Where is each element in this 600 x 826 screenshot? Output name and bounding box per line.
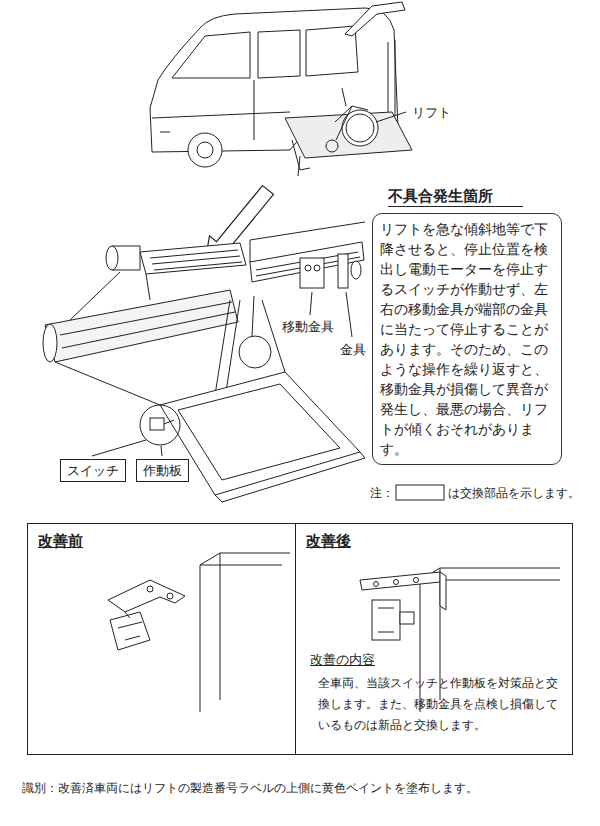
part-label: 移動金具 — [282, 318, 334, 335]
van-illustration — [150, 2, 412, 176]
van-illustration — [152, 80, 290, 140]
before-parts — [147, 586, 153, 592]
lift-mechanism — [178, 384, 340, 480]
van-illustration — [197, 142, 213, 158]
part-key-box — [396, 485, 444, 500]
part-box: スイッチ — [60, 459, 126, 482]
after-parts — [420, 568, 560, 712]
lift-mechanism — [43, 324, 57, 362]
lift-mechanism — [140, 405, 180, 445]
note-label: 注： — [370, 485, 394, 501]
lift-mechanism — [70, 272, 150, 320]
part-label: 金具 — [340, 341, 366, 358]
panel-heading: 改善前 — [38, 531, 83, 551]
before-parts — [118, 612, 142, 640]
label-wrap: 金具 — [340, 341, 366, 358]
after-parts — [394, 580, 399, 585]
lift-mechanism — [43, 243, 365, 502]
before-panel: 改善前 — [27, 523, 296, 755]
text-row: 改善の内容 — [296, 551, 572, 668]
van-illustration — [335, 88, 368, 140]
zoom-detail — [351, 261, 361, 279]
lift-mechanism — [164, 420, 174, 424]
leader-line — [92, 292, 352, 456]
van-illustration — [388, 40, 395, 118]
text-row: 不具合発生箇所 — [372, 186, 562, 207]
identification-note: 識別：改善済車両にはリフトの製造番号ラベルの上側に黄色ペイントを塗布します。 — [22, 780, 478, 796]
lift-mechanism — [262, 300, 285, 372]
after-parts — [360, 572, 440, 590]
before-parts — [108, 580, 185, 612]
before-parts — [200, 553, 290, 712]
van-illustration — [292, 140, 310, 176]
note-label: は交換部品を示します。 — [448, 485, 580, 501]
callout-heading: 不具合発生箇所 — [388, 186, 523, 207]
lift-mechanism — [150, 418, 164, 430]
zoom-detail — [250, 222, 365, 288]
lift-mechanism — [252, 296, 254, 336]
part-label: リフト — [412, 104, 451, 121]
label-wrap: 識別：改善済車両にはリフトの製造番号ラベルの上側に黄色ペイントを塗布します。 — [22, 780, 478, 796]
after-parts — [378, 608, 394, 632]
van-illustration — [188, 133, 222, 167]
leader-line — [92, 440, 146, 456]
van-illustration — [326, 140, 338, 152]
defect-callout: 不具合発生箇所リフトを急な傾斜地等で下降させると、停止位置を検出し電動モーターを… — [372, 186, 562, 465]
section-body: 全車両、当該スイッチと作動板を対策品と交換します。また、移動金具を点検し損傷して… — [318, 673, 562, 736]
text-row: 改善前 — [28, 524, 295, 551]
after-parts — [372, 600, 400, 640]
zoom-detail — [314, 265, 320, 271]
part-name: 作動板 — [143, 462, 182, 479]
lift-mechanism — [215, 300, 240, 395]
zoom-detail — [300, 258, 324, 288]
van-illustration — [150, 8, 398, 152]
lift-mechanism — [60, 302, 235, 348]
lift-mechanism — [150, 250, 242, 270]
part-name: スイッチ — [67, 462, 119, 479]
label-wrap: 注： — [370, 485, 394, 501]
before-parts — [110, 612, 150, 650]
lift-mechanism — [160, 372, 360, 495]
leader-line — [346, 292, 352, 337]
after-panel: 改善後改善の内容全車両、当該スイッチと作動板を対策品と交換します。また、移動金具… — [295, 523, 573, 755]
before-parts — [167, 593, 173, 599]
text-row: 改善後 — [296, 524, 572, 551]
lift-mechanism — [140, 243, 246, 274]
panel-heading: 改善後 — [306, 531, 351, 551]
van-illustration — [172, 32, 250, 78]
leader-line — [161, 446, 162, 456]
callout-body: リフトを急な傾斜地等で下降させると、停止位置を検出し電動モーターを停止するスイッ… — [372, 213, 562, 465]
lift-mechanism — [55, 362, 365, 502]
after-parts — [400, 612, 414, 624]
lift-mechanism — [45, 290, 238, 362]
after-parts — [360, 568, 560, 712]
section-heading: 改善の内容 — [310, 651, 375, 668]
van-illustration — [258, 30, 300, 78]
zoom-detail — [338, 254, 348, 288]
van-illustration — [346, 114, 374, 142]
after-parts — [374, 582, 379, 587]
label-wrap: は交換部品を示します。 — [448, 485, 580, 501]
leader-line — [310, 292, 312, 315]
part-key-box — [396, 485, 444, 500]
label-wrap: 移動金具 — [282, 318, 334, 335]
lift-mechanism — [106, 246, 118, 270]
lift-mechanism — [239, 336, 271, 368]
after-parts — [414, 578, 419, 583]
zoom-detail — [305, 265, 311, 271]
van-illustration — [345, 2, 405, 36]
before-parts — [108, 553, 290, 712]
after-parts — [440, 572, 446, 610]
label-wrap: リフト — [412, 104, 451, 121]
part-box: 作動板 — [136, 459, 189, 482]
van-illustration — [376, 112, 406, 122]
